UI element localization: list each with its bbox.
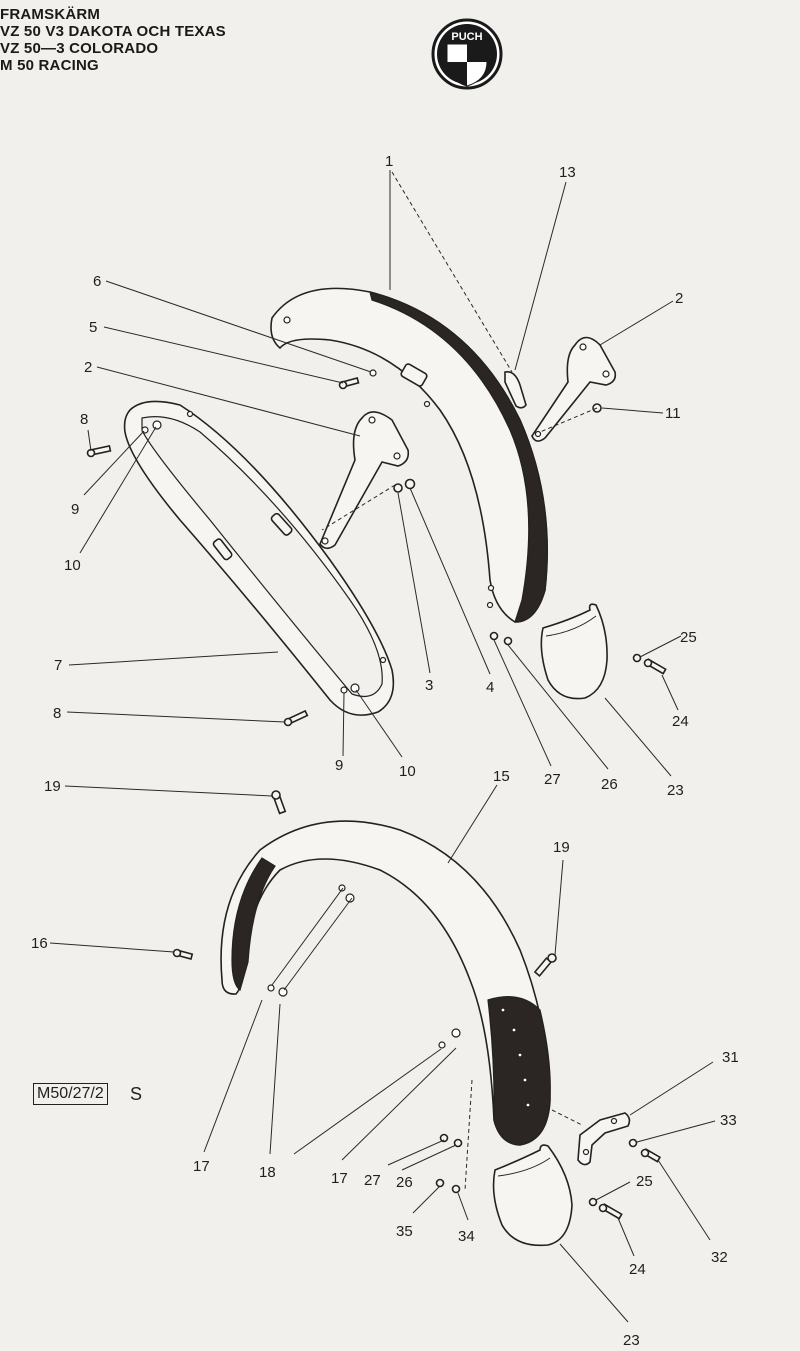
washer-26-lower-icon	[453, 1138, 463, 1148]
bolt-24-lower-icon	[598, 1203, 623, 1220]
callout-16: 16	[31, 935, 48, 952]
bolt-19-upper-icon	[271, 790, 287, 815]
part-2-bracket-middle	[319, 411, 410, 550]
callout-10-upper: 10	[64, 557, 81, 574]
callout-5: 5	[89, 319, 97, 336]
bolt-8-lower-icon	[283, 709, 309, 727]
header-line-4: M 50 RACING	[0, 57, 99, 74]
bolt-24-upper-icon	[643, 658, 667, 675]
header-title-block: FRAMSKÄRM VZ 50 V3 DAKOTA OCH TEXAS VZ 5…	[0, 6, 226, 74]
callout-19-right: 19	[553, 839, 570, 856]
callout-2-right: 2	[675, 290, 683, 307]
callout-33: 33	[720, 1112, 737, 1129]
callout-6: 6	[93, 273, 101, 290]
callout-3: 3	[425, 677, 433, 694]
callout-4: 4	[486, 679, 494, 696]
washer-25-lower-icon	[588, 1197, 598, 1207]
part-15-front-fender-lower	[220, 820, 551, 1146]
callout-7: 7	[54, 657, 62, 674]
callout-9-lower: 9	[335, 757, 343, 774]
callout-26-upper: 26	[601, 776, 618, 793]
part-23-mudflap-upper	[540, 603, 608, 700]
nut-27-upper-icon	[489, 631, 499, 641]
callout-2-left: 2	[84, 359, 92, 376]
header-line-3: VZ 50—3 COLORADO	[0, 40, 159, 57]
callout-15: 15	[493, 768, 510, 785]
callout-25-lower: 25	[636, 1173, 653, 1190]
callout-24-lower: 24	[629, 1261, 646, 1278]
drawing-code-suffix: S	[130, 1084, 143, 1104]
nut-27-lower-icon	[439, 1133, 449, 1143]
callout-23-upper: 23	[667, 782, 684, 799]
callout-25-upper: 25	[680, 629, 697, 646]
leader-lines	[49, 170, 716, 1323]
callout-1: 1	[385, 153, 393, 170]
pin-13-icon	[504, 370, 527, 409]
part-1-front-fender-upper	[270, 287, 549, 623]
part-2-bracket-right	[531, 336, 617, 442]
callout-11: 11	[665, 405, 681, 422]
callout-35: 35	[396, 1223, 413, 1240]
nut-34-icon	[451, 1184, 461, 1194]
washer-25-upper-icon	[632, 653, 642, 663]
callout-10-lower: 10	[399, 763, 416, 780]
logo-text: PUCH	[451, 31, 482, 43]
bolt-16-icon	[172, 948, 194, 960]
lower-hardware	[172, 948, 662, 1220]
callout-19-left: 19	[44, 778, 61, 795]
callout-18: 18	[259, 1164, 276, 1181]
callout-27-lower: 27	[364, 1172, 381, 1189]
part-23-mudflap-lower	[492, 1144, 573, 1247]
callout-24-upper: 24	[672, 713, 689, 730]
callout-8-upper: 8	[80, 411, 88, 428]
header-line-2: VZ 50 V3 DAKOTA OCH TEXAS	[0, 23, 226, 40]
washer-33-icon	[628, 1138, 638, 1148]
callout-32: 32	[711, 1249, 728, 1266]
nut-4-icon	[404, 478, 416, 490]
callout-34: 34	[458, 1228, 475, 1245]
drawing-code: M50/27/2	[33, 1083, 108, 1105]
bolt-19-lower-icon	[533, 953, 557, 977]
callout-27-upper: 27	[544, 771, 561, 788]
bolt-32-icon	[640, 1148, 662, 1163]
bolt-5-icon	[338, 377, 360, 390]
callout-17-left: 17	[193, 1158, 210, 1175]
header-line-1: FRAMSKÄRM	[0, 6, 101, 23]
callout-23-lower: 23	[623, 1332, 640, 1349]
puch-shield-logo-icon: PUCH	[431, 18, 503, 90]
part-31-bracket-lower	[577, 1112, 631, 1166]
washer-3-icon	[393, 483, 403, 493]
callout-17-right: 17	[331, 1170, 348, 1187]
part-7-fender-stay	[123, 400, 395, 716]
washer-35-icon	[435, 1178, 445, 1188]
callout-8-lower: 8	[53, 705, 61, 722]
callout-13: 13	[559, 164, 576, 181]
callout-labels: 1 13 6 5 2 2 11 8 9 10 7 3 4 8 9 10 25 2…	[31, 153, 739, 1349]
washer-26-upper-icon	[503, 636, 513, 646]
callout-31: 31	[722, 1049, 739, 1066]
callout-9-upper: 9	[71, 501, 79, 518]
callout-26-lower: 26	[396, 1174, 413, 1191]
